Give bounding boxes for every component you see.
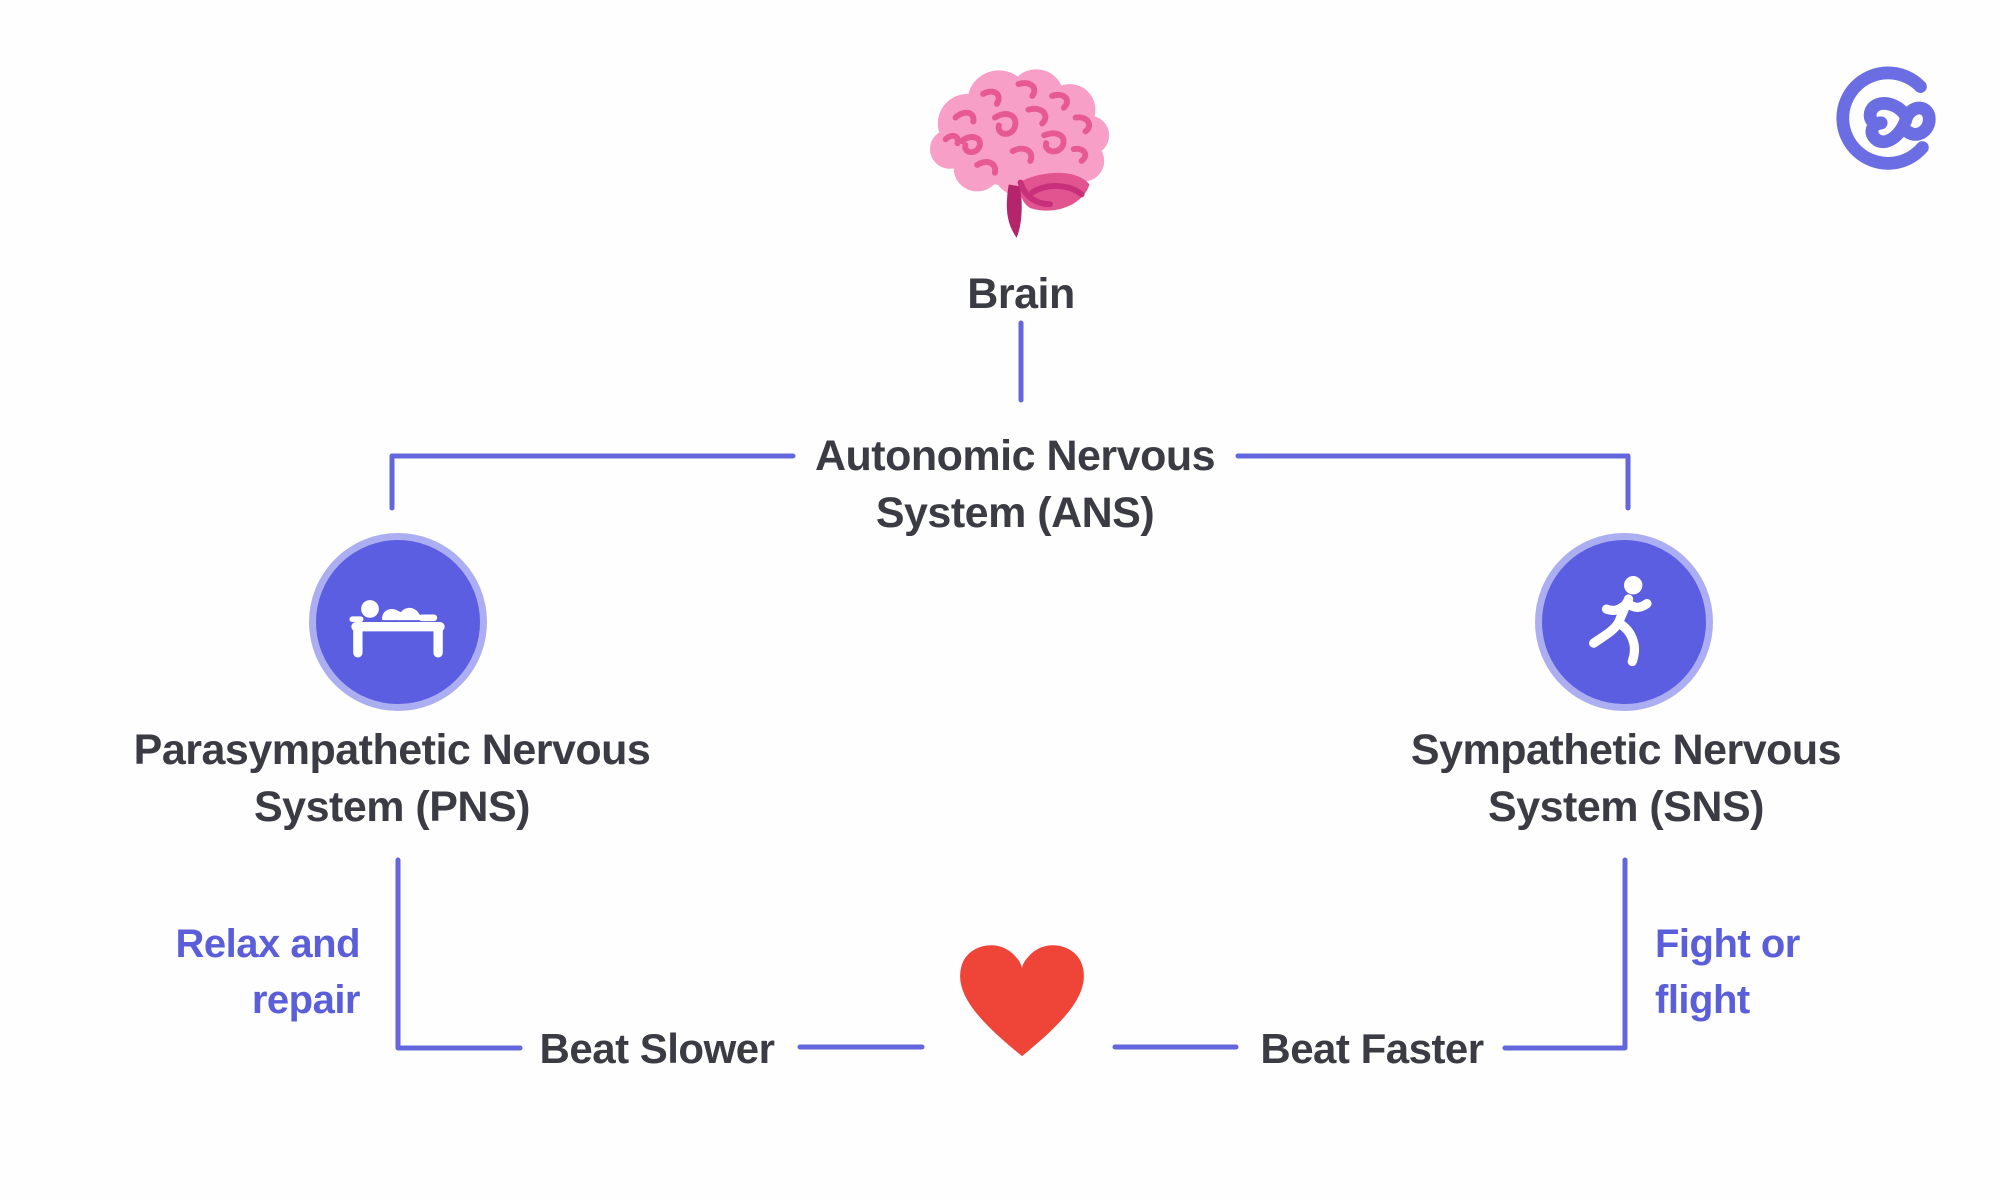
line-sns-to-beat-faster (1502, 857, 1628, 1051)
sns-label: Sympathetic Nervous System (SNS) (1410, 722, 1842, 836)
line-ans-to-sns (1235, 453, 1631, 511)
sns-action-line2: flight (1655, 978, 1750, 1022)
sns-action-line1: Fight or (1655, 922, 1800, 966)
ans-label-line1: Autonomic Nervous (814, 432, 1216, 480)
pns-action-line1: Relax and (175, 922, 361, 966)
brain-label: Brain (967, 270, 1075, 318)
pns-label-line2: System (PNS) (254, 783, 530, 831)
heart-c-logo-icon (1836, 66, 1936, 170)
ans-label-line2: System (ANS) (875, 489, 1155, 537)
running-person-icon (1589, 576, 1652, 667)
brain-icon (929, 69, 1110, 238)
sns-label-line2: System (SNS) (1488, 783, 1764, 831)
pns-action-line2: repair (251, 978, 361, 1022)
sns-node (1535, 533, 1713, 711)
beat-faster-label: Beat Faster (1260, 1025, 1484, 1072)
sns-action-label: Fight or flight (1655, 916, 1800, 1028)
beat-slower-label: Beat Slower (539, 1025, 775, 1072)
ans-label: Autonomic Nervous System (ANS) (814, 428, 1216, 542)
line-ans-to-pns (389, 453, 796, 511)
resting-person-icon (349, 600, 445, 658)
pns-node (309, 533, 487, 711)
pns-action-label: Relax and repair (100, 916, 361, 1028)
line-pns-to-beat-slower (395, 857, 523, 1051)
heart-icon (960, 945, 1084, 1057)
pns-label-line1: Parasympathetic Nervous (133, 726, 651, 774)
pns-label: Parasympathetic Nervous System (PNS) (134, 722, 651, 836)
sns-label-line1: Sympathetic Nervous (1410, 726, 1842, 774)
